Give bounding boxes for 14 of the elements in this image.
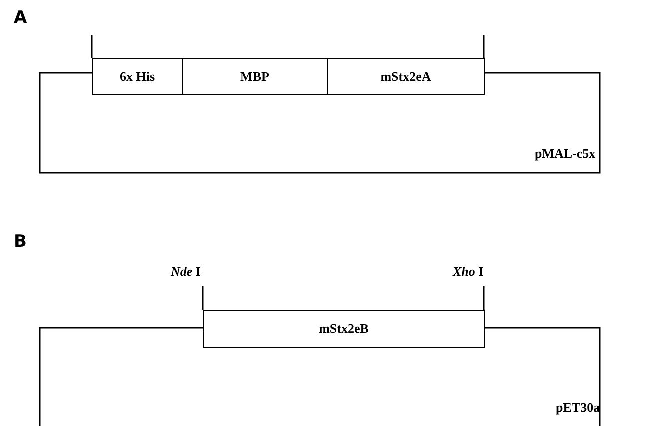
gene-segment-box — [203, 310, 485, 348]
gene-segment-box — [327, 58, 485, 95]
restriction-site-label: Xho I — [453, 264, 484, 280]
restriction-site-label: Nde I — [171, 264, 201, 280]
segment-label: mStx2eB — [319, 321, 369, 337]
panel-letter: B — [14, 232, 27, 252]
vector-name: pMAL-c5x — [535, 146, 596, 162]
gene-segment-box — [182, 58, 328, 95]
vector-name: pET30a — [556, 400, 600, 416]
gene-segment-box — [92, 58, 183, 95]
panel-letter: A — [14, 8, 28, 28]
segment-label: mStx2eA — [380, 68, 432, 84]
segment-label: 6x His — [120, 68, 156, 84]
segment-label: MBP — [240, 68, 270, 84]
